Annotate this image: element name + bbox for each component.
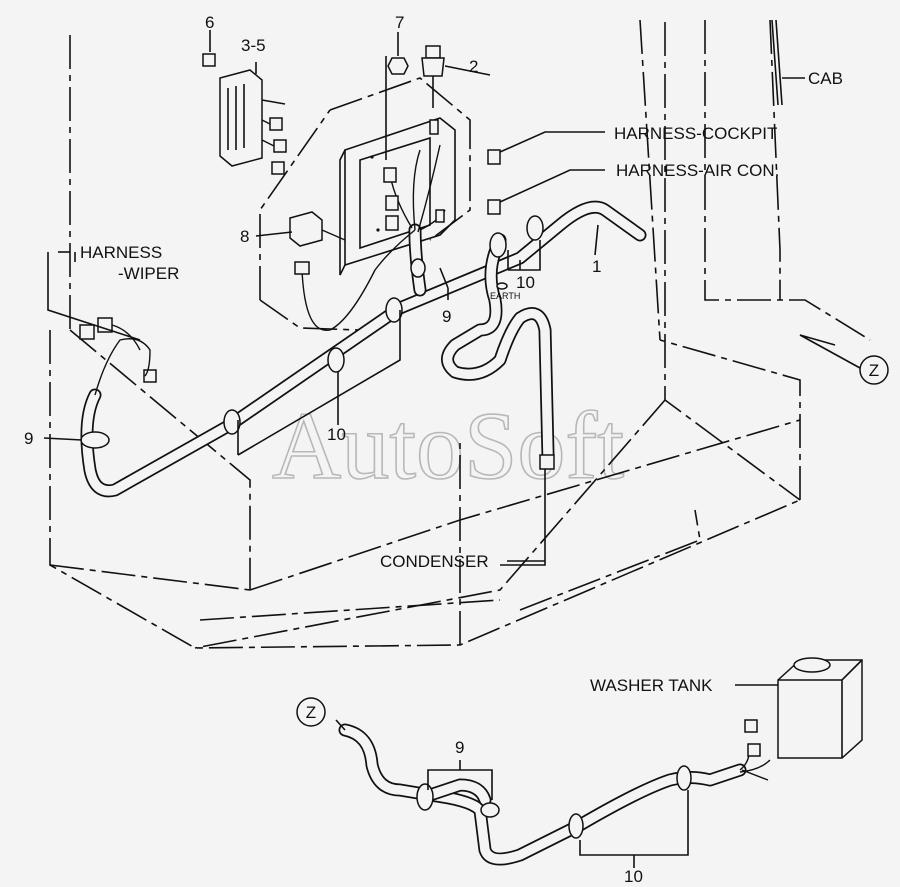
watermark-text: AutoSoft xyxy=(272,392,624,499)
z-marker-bottom xyxy=(296,697,326,727)
callout-6: 6 xyxy=(205,13,214,32)
z-marker-bottom-label: Z xyxy=(306,703,316,722)
bottom-harness-tube xyxy=(338,719,771,866)
part-8-relay xyxy=(289,211,346,247)
condenser-connector xyxy=(539,454,555,470)
washer-tank-shape xyxy=(777,657,863,759)
part-2-switch xyxy=(421,45,445,108)
label-cab: CAB xyxy=(808,69,843,88)
z-marker-top-label: Z xyxy=(869,361,879,380)
wiper-connectors xyxy=(47,251,157,396)
cockpit-wiring xyxy=(294,119,555,470)
harness-aircon-connector xyxy=(487,199,501,215)
harness-cockpit-connector xyxy=(487,149,501,165)
label-harness-aircon: HARNESS-AIR CON. xyxy=(616,161,779,180)
label-harness-wiper-line1: HARNESS xyxy=(80,243,162,262)
earth-label: EARTH xyxy=(490,291,520,301)
z-marker-top xyxy=(859,355,889,385)
cockpit-panel xyxy=(259,77,471,331)
earth-symbol xyxy=(496,282,508,290)
label-harness-wiper-line2: -WIPER xyxy=(118,264,179,283)
callout-10-bottom: 10 xyxy=(624,867,643,886)
main-harness-tube xyxy=(80,200,647,498)
label-condenser: CONDENSER xyxy=(380,552,489,571)
label-harness-cockpit: HARNESS-COCKPIT xyxy=(614,124,777,143)
callout-9-bottom: 9 xyxy=(455,738,464,757)
brackets xyxy=(237,240,546,566)
cab-outline xyxy=(49,19,871,649)
clamps-main xyxy=(80,215,544,449)
callout-9-mid: 9 xyxy=(442,307,451,326)
callout-10-mid: 10 xyxy=(327,425,346,444)
callout-7: 7 xyxy=(395,13,404,32)
callout-8: 8 xyxy=(240,227,249,246)
part-6-bolt xyxy=(202,53,216,67)
part-3-5-relay-block xyxy=(219,69,287,175)
callout-1: 1 xyxy=(592,257,601,276)
part-7-nut xyxy=(387,57,409,75)
leader-lines xyxy=(43,30,861,868)
callout-2: 2 xyxy=(469,57,478,76)
callout-10-right: 10 xyxy=(516,273,535,292)
callout-9-left: 9 xyxy=(24,429,33,448)
label-washer-tank: WASHER TANK xyxy=(590,676,713,695)
callout-3-5: 3-5 xyxy=(241,36,266,55)
